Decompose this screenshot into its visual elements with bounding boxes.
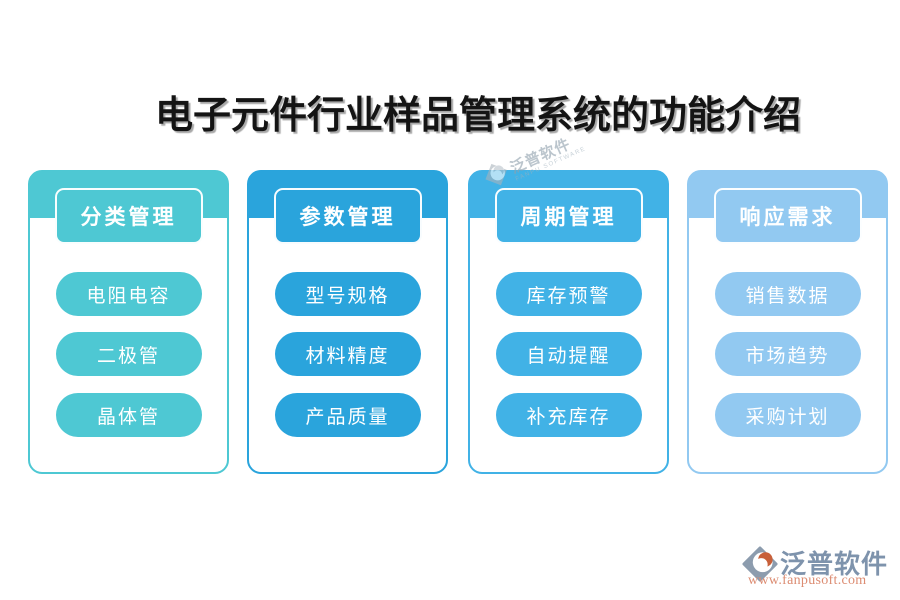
feature-pill: 补充库存 (495, 393, 642, 437)
feature-card: 参数管理型号规格材料精度产品质量 (247, 170, 448, 474)
feature-pill: 电阻电容 (55, 272, 202, 316)
feature-card: 响应需求销售数据市场趋势采购计划 (687, 170, 888, 474)
column-header: 周期管理 (494, 188, 643, 244)
feature-pill: 二极管 (55, 332, 202, 376)
feature-pill: 型号规格 (274, 272, 421, 316)
feature-pill: 产品质量 (274, 393, 421, 437)
feature-pill: 自动提醒 (495, 332, 642, 376)
feature-card: 分类管理电阻电容二极管晶体管 (28, 170, 229, 474)
feature-pill: 材料精度 (274, 332, 421, 376)
footer-logo-block: 泛普软件 www.fanpusoft.com (742, 546, 892, 594)
column-header: 响应需求 (713, 188, 862, 244)
feature-pill: 销售数据 (714, 272, 861, 316)
feature-pill: 市场趋势 (714, 332, 861, 376)
page-title: 电子元件行业样品管理系统的功能介绍 (154, 95, 801, 137)
column-header: 分类管理 (54, 188, 203, 244)
footer-url: www.fanpusoft.com (748, 573, 867, 588)
feature-card: 周期管理库存预警自动提醒补充库存 (468, 170, 669, 474)
feature-pill: 采购计划 (714, 393, 861, 437)
column-header: 参数管理 (273, 188, 422, 244)
fanpu-logo-icon (742, 546, 778, 582)
footer-brand: 泛普软件 (780, 550, 889, 579)
feature-pill: 库存预警 (495, 272, 642, 316)
feature-pill: 晶体管 (55, 393, 202, 437)
